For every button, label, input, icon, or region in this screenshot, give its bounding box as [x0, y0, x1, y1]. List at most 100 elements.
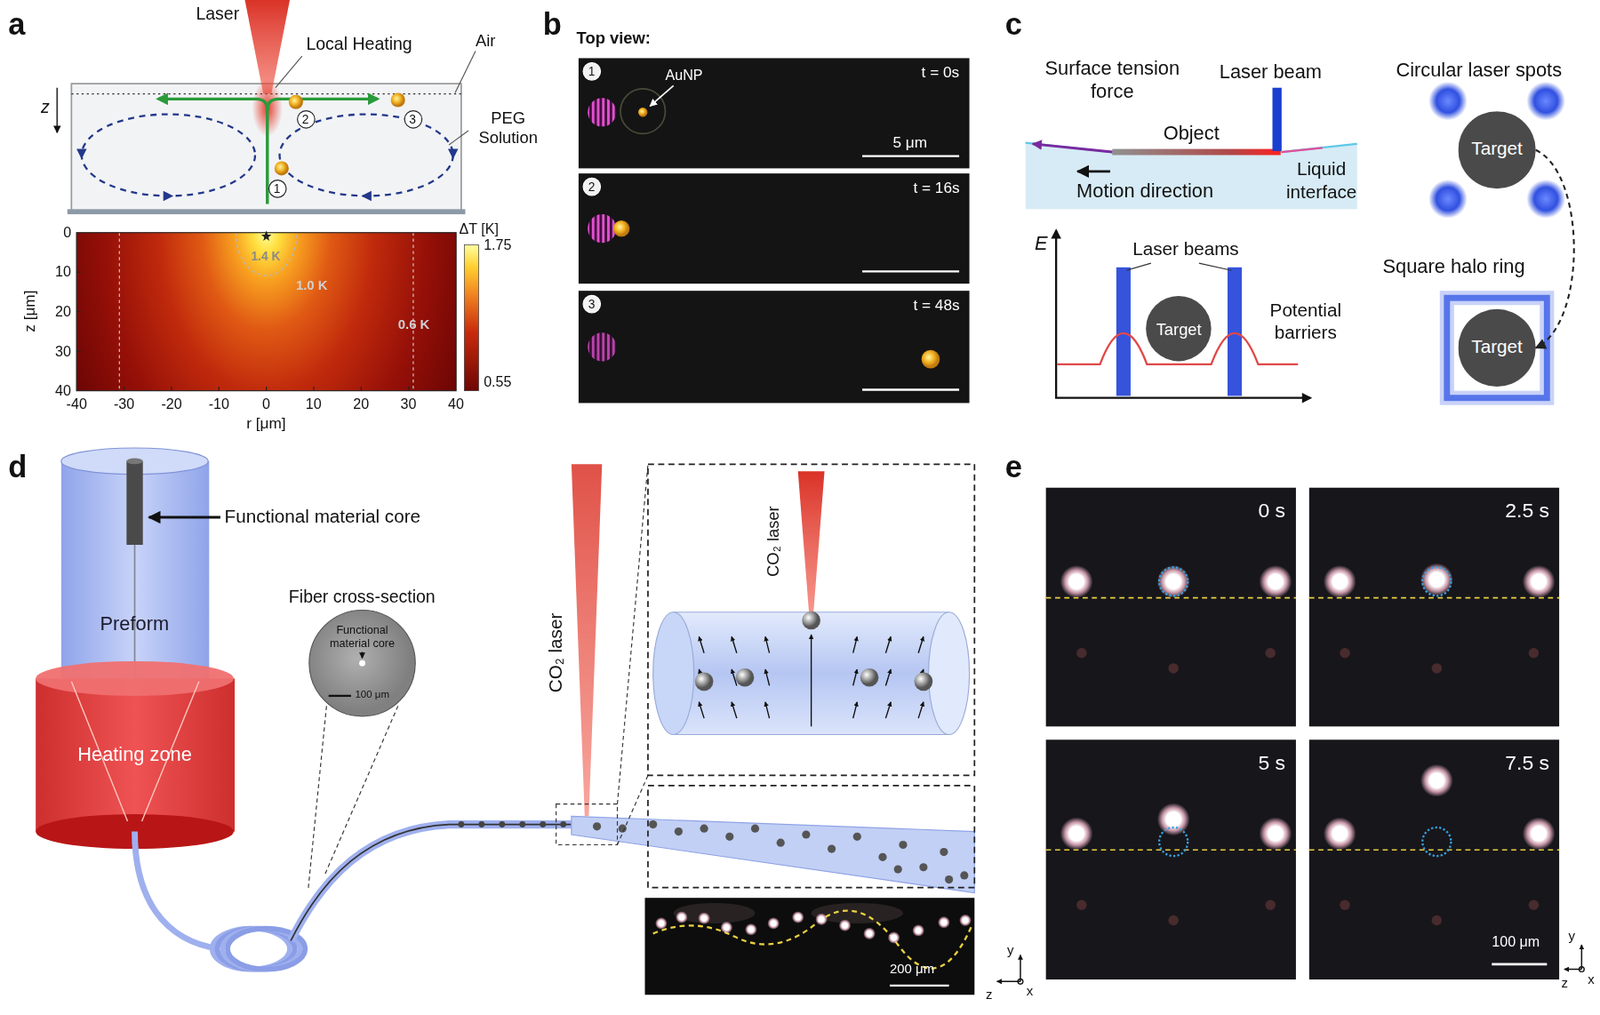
panel-c-illustration-part	[1526, 81, 1566, 121]
panel-d-illustration-part-part	[765, 669, 770, 686]
callout-number: 3	[408, 112, 416, 128]
panel-e-frames-part-part	[1420, 764, 1454, 798]
panel-e-frames-part-part	[1323, 565, 1357, 599]
scale-label: 100 μm	[354, 688, 390, 702]
panel-d-illustration-part-part	[697, 912, 711, 925]
panel-d-illustration-part-part	[885, 669, 891, 686]
panel-b-frames-part	[921, 350, 941, 369]
callout-inner: 3	[403, 109, 423, 128]
panel-d-illustration-part	[61, 461, 209, 680]
panel-e-frames-part-part	[1157, 565, 1191, 599]
panel-a-heatmap-part-part	[76, 272, 81, 273]
panel-d-illustration-part-part	[675, 911, 688, 924]
panel-d-illustration-part-part	[674, 827, 683, 836]
panel-e-frames-part	[1564, 968, 1583, 970]
axis-tick: -10	[208, 395, 230, 413]
text-label: Potential barriers	[1256, 299, 1354, 344]
panel-d-illustration-part-part	[810, 634, 812, 727]
panel-a-schematic-part	[267, 98, 378, 111]
panel-d-illustration-part-part	[767, 917, 780, 930]
panel-e-frames-part	[1309, 488, 1560, 728]
callout-inner: 2	[582, 177, 601, 197]
panel-d-illustration-part-part	[918, 636, 924, 653]
panel-a-heatmap-part-part	[312, 386, 314, 392]
panel-d-illustration-part	[328, 695, 352, 697]
panel-d-illustration-part-part	[919, 863, 928, 872]
text-label: Air	[475, 30, 496, 50]
panel-a-schematic-part	[71, 83, 462, 211]
panel-a-schematic-part	[76, 149, 87, 160]
photo-frame: 200 μm	[645, 897, 976, 995]
panel-b-frames-part	[587, 97, 616, 127]
callout-circle: 1	[268, 179, 288, 199]
panel-d-illustration-part	[361, 652, 364, 659]
panel-a-heatmap-part	[76, 232, 456, 392]
axis-tick: 10	[55, 263, 72, 280]
panel-a-heatmap-part	[76, 232, 456, 392]
panel-e-frames-part-part	[1159, 827, 1188, 856]
panel-e-frames-part-part	[1432, 915, 1442, 926]
panel-d-illustration-part-part	[731, 702, 737, 719]
panel-d-illustration-part-part	[744, 923, 758, 936]
panel-e-frames-part-part	[1157, 802, 1191, 836]
text-label: 0 s	[1257, 497, 1286, 523]
text-label: Preform	[99, 612, 169, 636]
panel-a-heatmap-part-part	[76, 311, 81, 312]
panel-e-frames-part-part	[1422, 827, 1451, 856]
panel-b-frames-part	[578, 173, 970, 284]
panel-c-illustration-part	[1126, 263, 1152, 271]
text-label: 7.5 s	[1504, 750, 1550, 776]
panel-d-illustration-part	[655, 911, 972, 944]
panel-a-schematic-part	[163, 191, 174, 201]
text-label: Top view:	[576, 28, 651, 48]
colorbar-tick: 1.75	[483, 236, 512, 254]
panel-d-illustration-part-part	[944, 875, 953, 884]
panel-e-frames-part	[1491, 962, 1547, 966]
text-label: Target	[1471, 336, 1522, 360]
panel-d-illustration-part	[695, 672, 714, 692]
text-label: Fiber cross-section	[288, 587, 436, 608]
axis-label: y	[1568, 928, 1575, 945]
panel-b-frames-part	[613, 220, 630, 237]
callout-number: 3	[588, 296, 596, 312]
panel-d-illustration-part-part	[765, 702, 770, 719]
panel-a-schematic-part	[288, 95, 304, 110]
panel-d-illustration-part	[571, 464, 602, 816]
panel-d-illustration	[35, 448, 1024, 995]
panel-b-frames-part	[862, 388, 960, 391]
axis-tick: 10	[305, 395, 322, 413]
panel-d-illustration-part-part	[898, 840, 907, 849]
panel-d-illustration-part	[1019, 954, 1021, 982]
panel-d-illustration-part-part	[792, 911, 805, 924]
panel-d-illustration-part-part	[853, 702, 858, 719]
panel-e-frames-part	[1076, 648, 1539, 926]
panel-d-illustration-part	[698, 634, 924, 727]
panel-d-illustration-part-part	[937, 916, 951, 929]
panel-d-illustration-part	[653, 911, 972, 969]
text-label: Laser beam	[1219, 61, 1322, 85]
panel-e-frames-part	[1159, 567, 1451, 856]
panel-d-illustration-part	[457, 821, 567, 828]
text-label: Object	[1163, 122, 1220, 146]
text-label: t = 16s	[912, 178, 960, 198]
text-label: CO₂ laser	[544, 613, 568, 694]
panel-d-illustration-part-part	[885, 702, 891, 719]
text-label: Liquid interface	[1280, 159, 1363, 204]
panel-d-illustration-part-part	[725, 832, 734, 841]
axis-tick: 0	[63, 224, 72, 241]
callout-number: 2	[302, 112, 310, 128]
panel-c-illustration-part	[1447, 297, 1547, 398]
panel-b-frames-part	[587, 214, 616, 243]
panel-d-illustration-part	[928, 612, 970, 736]
photo-frame: t = 48s3	[578, 290, 970, 403]
panel-d-illustration-part	[860, 668, 880, 688]
panel-d-illustration-part-part	[519, 821, 526, 828]
panel-a-schematic-part	[360, 191, 371, 201]
panel-d-illustration-part-part	[853, 636, 858, 653]
panel-e-frames-part-part	[1528, 648, 1539, 658]
panel-d-illustration-part	[648, 464, 975, 776]
panel-e-frames-part-part	[1046, 848, 1296, 851]
panel-c-illustration-part	[1302, 392, 1312, 403]
photo-frame: t = 16s 2	[578, 173, 970, 284]
